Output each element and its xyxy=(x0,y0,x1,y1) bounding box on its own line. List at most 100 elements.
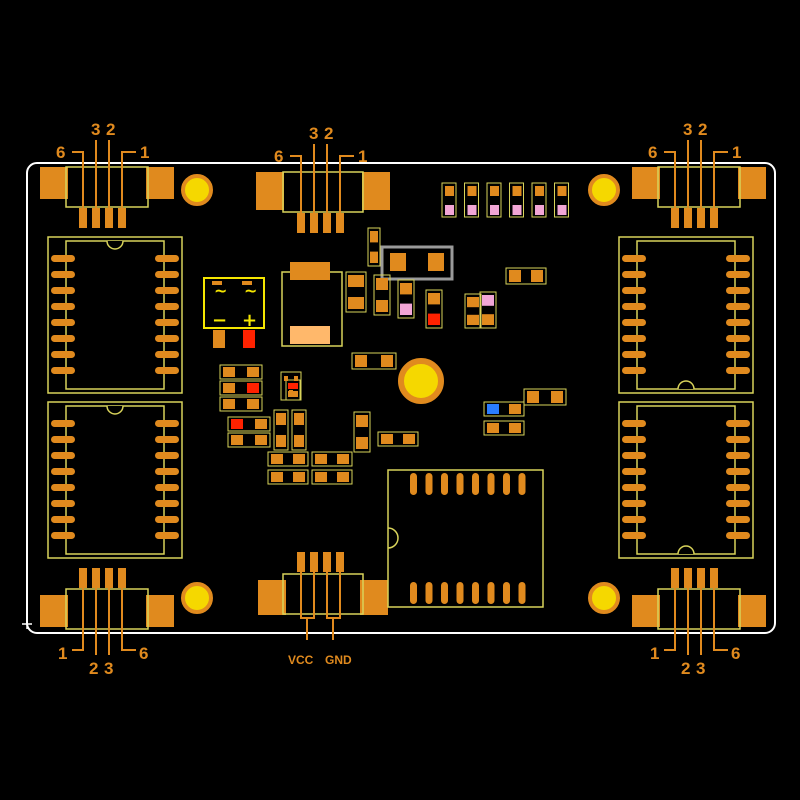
ic-pad xyxy=(622,484,646,491)
ic-pad xyxy=(51,452,75,459)
ic-pad xyxy=(51,484,75,491)
ic-pad xyxy=(726,255,750,262)
chip-notch-icon xyxy=(677,545,695,555)
transformer-ic xyxy=(618,401,754,559)
ic-pad xyxy=(726,303,750,310)
ic-pad xyxy=(425,473,433,495)
ic-pad xyxy=(155,436,179,443)
smd-component xyxy=(267,469,309,485)
ic-pad xyxy=(155,532,179,539)
pin-label-3: 3 xyxy=(696,659,705,678)
ic-pad xyxy=(622,255,646,262)
smd-component xyxy=(291,409,307,451)
smd-component xyxy=(353,411,371,453)
chip-notch-icon xyxy=(387,527,399,549)
pin-label-1: 1 xyxy=(732,143,741,162)
ic-pad xyxy=(622,500,646,507)
ic-pad xyxy=(726,351,750,358)
ic-pad xyxy=(726,468,750,475)
ic-pad xyxy=(155,255,179,262)
ic-pad xyxy=(622,351,646,358)
ic-pad xyxy=(726,367,750,374)
ic-pad xyxy=(155,287,179,294)
ic-pad xyxy=(51,500,75,507)
pin-label-3: 3 xyxy=(91,120,100,139)
ic-pad xyxy=(503,582,510,604)
ic-pad xyxy=(425,582,433,604)
smd-component xyxy=(219,396,263,412)
ic-pad xyxy=(410,582,417,604)
chip-notch-icon xyxy=(106,405,124,415)
ic-pad xyxy=(726,516,750,523)
ic-pad xyxy=(51,516,75,523)
pin-label-2: 2 xyxy=(324,124,333,143)
pin-label-3: 3 xyxy=(683,120,692,139)
smd-component xyxy=(311,469,353,485)
pin-label-3: 3 xyxy=(104,659,113,678)
smd-component xyxy=(464,293,482,329)
smd-component xyxy=(267,451,309,467)
transformer-ic xyxy=(47,236,183,394)
ic-pad xyxy=(51,319,75,326)
smd-component xyxy=(523,388,567,406)
ic-pad xyxy=(726,532,750,539)
ic-pad xyxy=(155,271,179,278)
connector-top-left: 6 3 2 1 xyxy=(40,120,174,228)
ic-pad xyxy=(726,484,750,491)
connector-bottom-right: 1 2 3 6 xyxy=(632,568,766,678)
led xyxy=(486,182,502,218)
ic-pad xyxy=(155,452,179,459)
ic-pad xyxy=(503,473,510,495)
ic-pad xyxy=(622,367,646,374)
ic-pad xyxy=(622,271,646,278)
connector-bottom-center: VCC GND xyxy=(258,552,388,667)
ic-pad xyxy=(622,303,646,310)
smd-component xyxy=(505,267,547,285)
mounting-hole-icon xyxy=(181,174,213,206)
ic-pad xyxy=(472,582,479,604)
ic-pad xyxy=(155,468,179,475)
mounting-hole-icon xyxy=(588,582,620,614)
mounting-hole-icon xyxy=(588,174,620,206)
origin-marker xyxy=(22,619,32,629)
connector-top-center: 6 3 2 1 xyxy=(256,124,390,233)
mounting-holes xyxy=(181,174,620,614)
bridge-rectifier-icon: ~ ~ − + xyxy=(203,277,265,348)
ic-pad xyxy=(441,582,448,604)
ic-pad xyxy=(622,532,646,539)
pin-label-2: 2 xyxy=(698,120,707,139)
transformer-ics xyxy=(47,236,754,559)
transformer-ic xyxy=(47,401,183,559)
minus-symbol: − xyxy=(212,310,227,331)
ic-pad xyxy=(472,473,479,495)
ic-pad xyxy=(726,319,750,326)
smd-component xyxy=(311,451,353,467)
ic-pad xyxy=(155,484,179,491)
smd-component xyxy=(479,291,497,329)
led xyxy=(441,182,457,218)
ic-pad xyxy=(155,516,179,523)
ic-pad xyxy=(518,473,526,495)
smd-component xyxy=(373,274,391,316)
ic-pad xyxy=(51,271,75,278)
pin-label-vcc: VCC xyxy=(288,653,314,667)
ic-pad xyxy=(51,287,75,294)
ic-pad xyxy=(622,319,646,326)
ic-pad xyxy=(456,473,464,495)
smd-component xyxy=(227,416,271,432)
smd-component xyxy=(351,352,397,370)
ic-pad xyxy=(487,582,495,604)
pin-label-2: 2 xyxy=(106,120,115,139)
pin-label-1: 1 xyxy=(358,147,367,166)
ic-pad xyxy=(155,367,179,374)
pin-label-6: 6 xyxy=(731,644,740,663)
chip-notch-icon xyxy=(106,240,124,250)
smd-component xyxy=(219,380,263,396)
connector-top-right: 6 3 2 1 xyxy=(632,120,766,228)
smd-component xyxy=(219,364,263,380)
ic-pad xyxy=(622,420,646,427)
ac-symbol-left: ~ xyxy=(214,281,227,300)
pin-label-gnd: GND xyxy=(325,653,352,667)
